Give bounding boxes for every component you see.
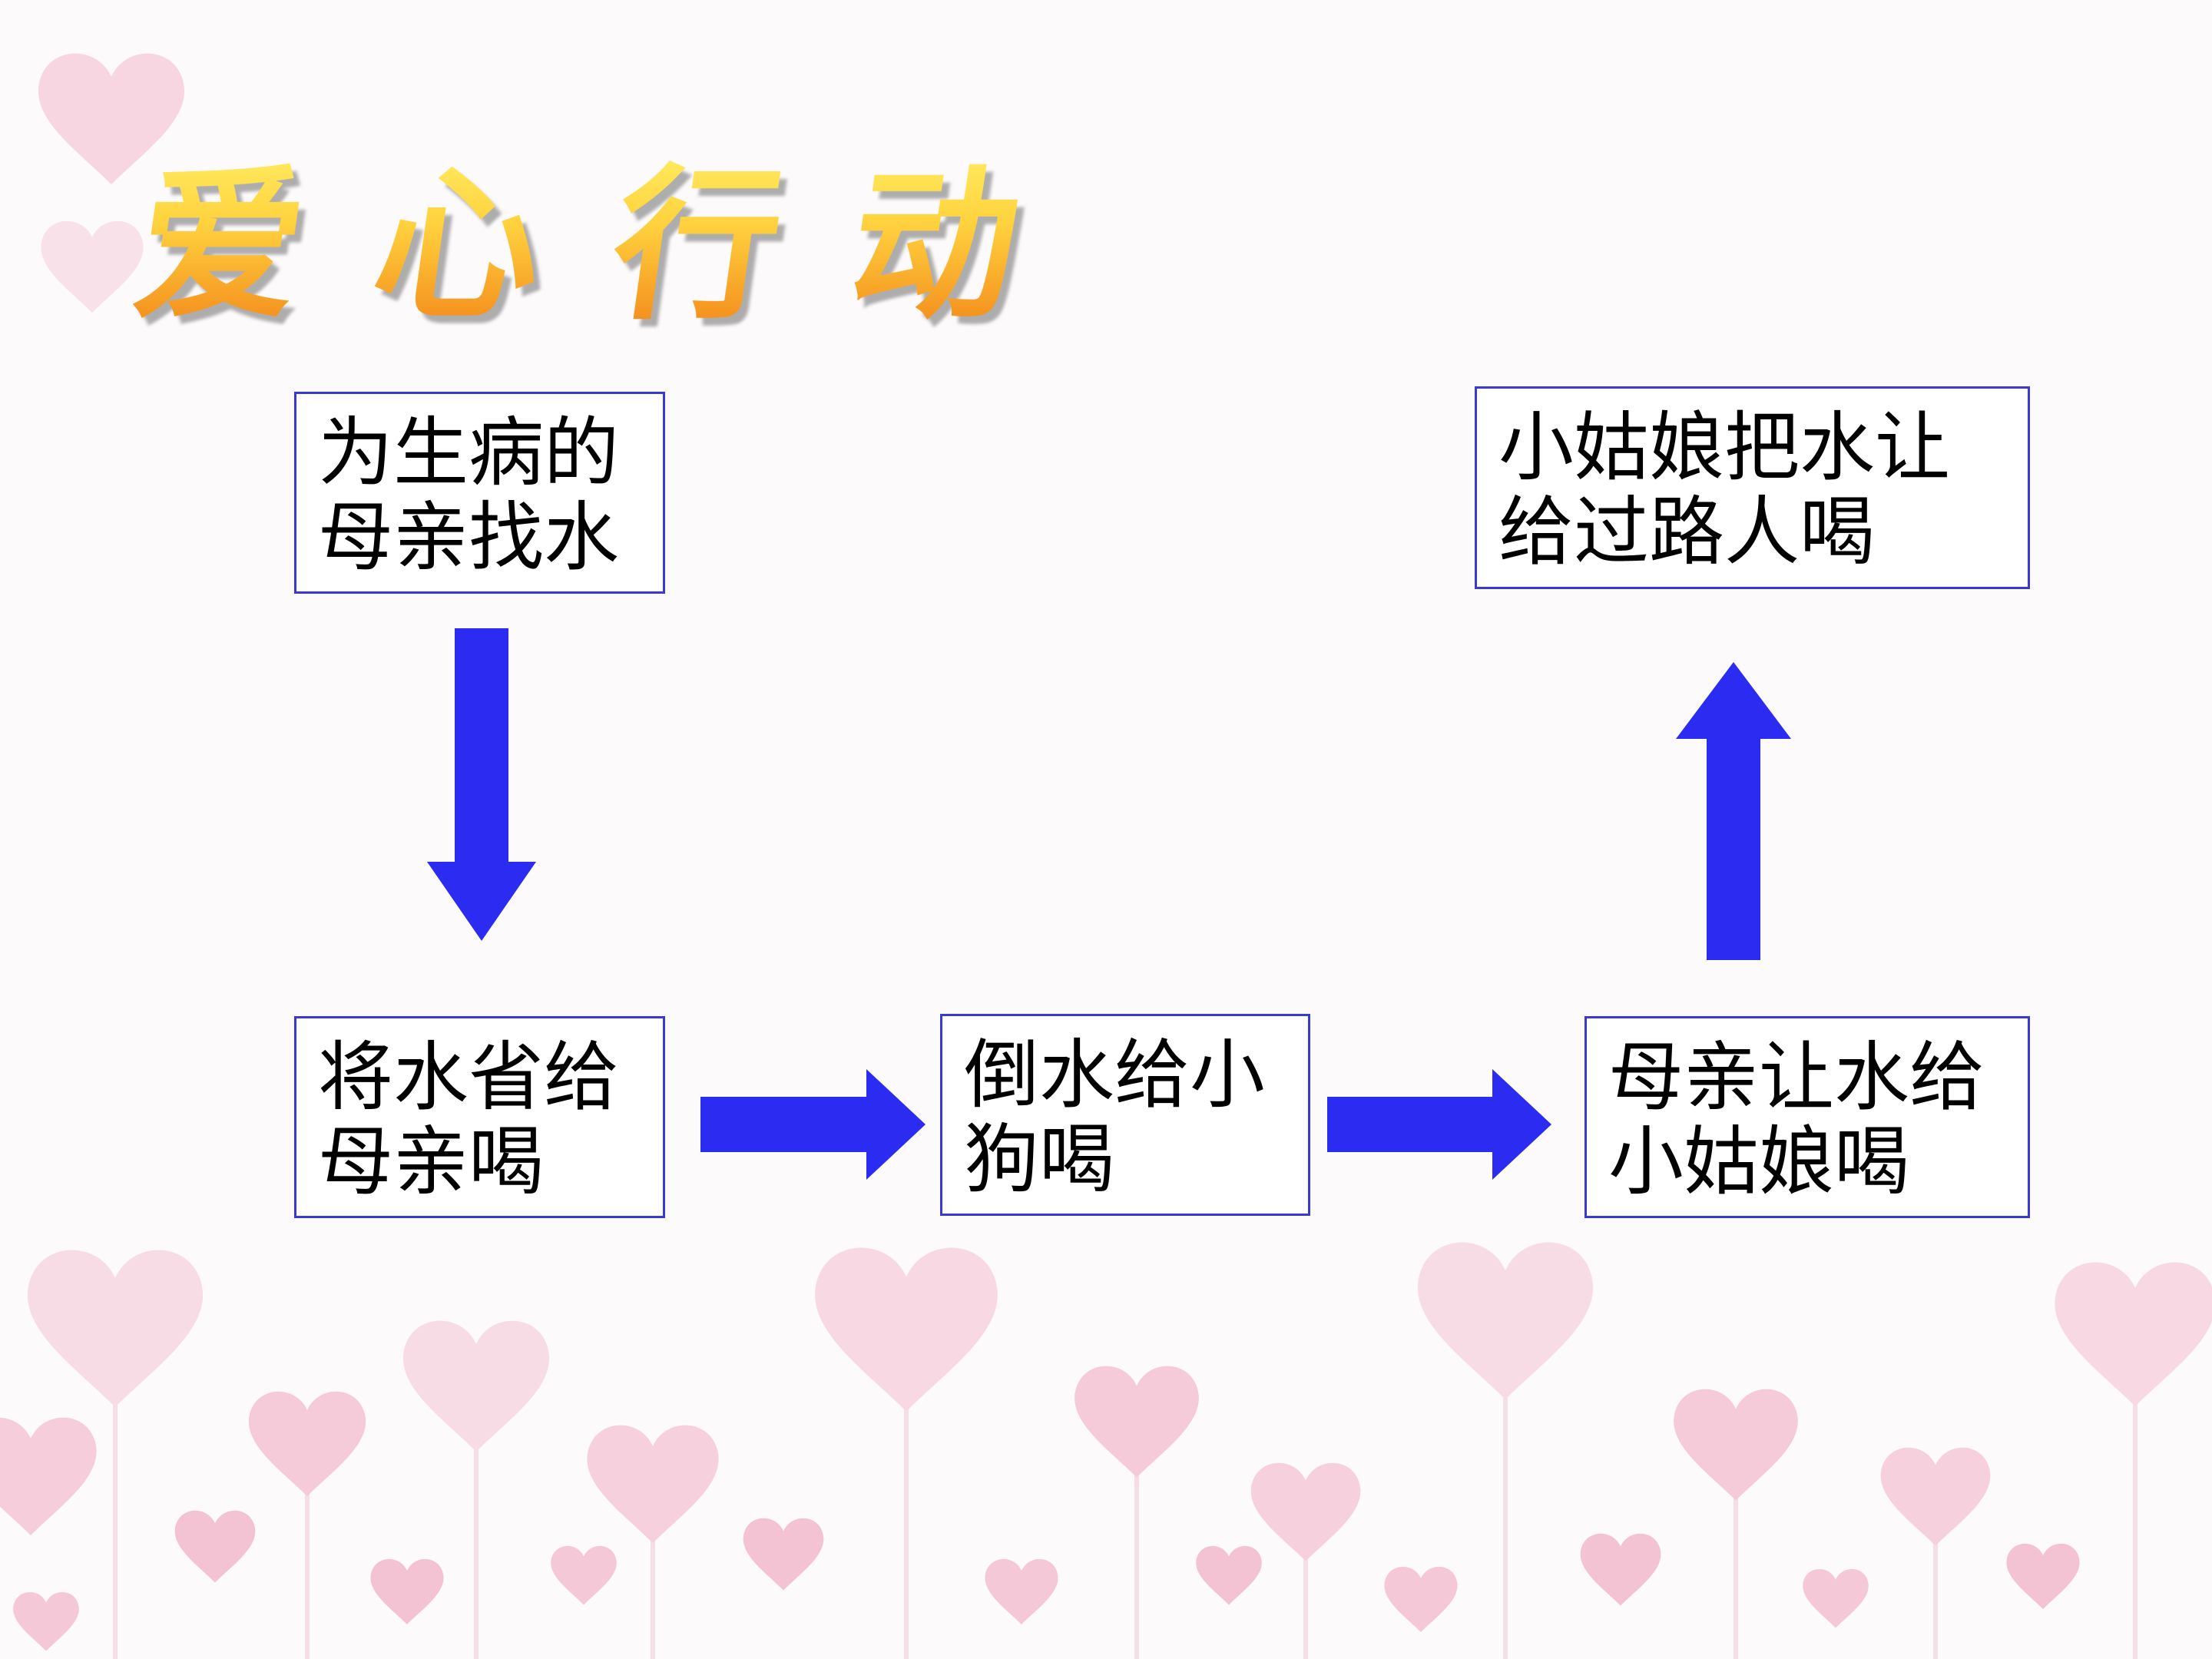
flow-step-text: 母亲找水 (318, 494, 620, 581)
flow-step-text: 母亲让水给 (1608, 1034, 1985, 1121)
flow-step-text: 给过路人喝 (1498, 488, 1876, 576)
arrow-down (427, 628, 536, 941)
flow-step-text: 将水省给 (318, 1034, 620, 1121)
arrow-right-2 (1327, 1069, 1551, 1180)
flow-step-5: 小姑娘把水让 给过路人喝 (1475, 386, 2030, 589)
flow-step-4: 母亲让水给 小姑娘喝 (1584, 1016, 2030, 1218)
flow-step-text: 母亲喝 (318, 1118, 545, 1206)
flow-step-text: 小姑娘喝 (1608, 1118, 1910, 1206)
flow-step-3: 倒水给小 狗喝 (940, 1014, 1310, 1216)
arrow-right-1 (700, 1069, 926, 1180)
flow-step-text: 为生病的 (318, 409, 620, 497)
flow-step-text: 倒水给小 (964, 1031, 1266, 1119)
flow-step-2: 将水省给 母亲喝 (294, 1016, 665, 1218)
flow-step-text: 小姑娘把水让 (1498, 404, 1951, 492)
flow-step-text: 狗喝 (964, 1116, 1115, 1204)
flow-step-1: 为生病的 母亲找水 (294, 392, 665, 594)
arrow-up (1676, 662, 1791, 960)
